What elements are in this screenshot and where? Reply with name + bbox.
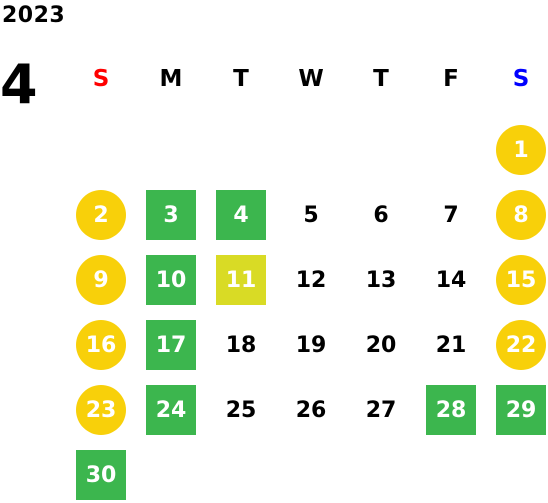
day-cell[interactable]: 5 — [303, 202, 319, 228]
day-cell[interactable]: 22 — [496, 320, 546, 370]
day-cell[interactable]: 1 — [496, 125, 546, 175]
day-cell[interactable]: 6 — [373, 202, 389, 228]
day-cell[interactable]: 28 — [426, 385, 476, 435]
weekday-header: M — [159, 66, 183, 92]
weekday-header: T — [233, 66, 249, 92]
day-cell[interactable]: 24 — [146, 385, 196, 435]
month-label: 4 — [0, 53, 38, 116]
day-cell[interactable]: 25 — [225, 397, 257, 423]
day-cell[interactable]: 21 — [435, 332, 467, 358]
weekday-header: T — [373, 66, 389, 92]
weekday-header: S — [512, 66, 530, 92]
weekday-header: F — [443, 66, 459, 92]
day-cell[interactable]: 27 — [365, 397, 397, 423]
day-cell[interactable]: 2 — [76, 190, 126, 240]
day-cell[interactable]: 8 — [496, 190, 546, 240]
day-cell[interactable]: 12 — [295, 267, 327, 293]
day-cell[interactable]: 20 — [365, 332, 397, 358]
year-label: 2023 — [2, 3, 66, 28]
day-cell[interactable]: 13 — [365, 267, 397, 293]
day-cell[interactable]: 19 — [295, 332, 327, 358]
day-cell[interactable]: 16 — [76, 320, 126, 370]
weekday-header: S — [92, 66, 110, 92]
weekday-header: W — [298, 66, 324, 92]
day-cell[interactable]: 17 — [146, 320, 196, 370]
day-cell[interactable]: 29 — [496, 385, 546, 435]
day-cell[interactable]: 11 — [216, 255, 266, 305]
day-cell[interactable]: 9 — [76, 255, 126, 305]
day-cell[interactable]: 10 — [146, 255, 196, 305]
day-cell[interactable]: 15 — [496, 255, 546, 305]
day-cell[interactable]: 14 — [435, 267, 467, 293]
day-cell[interactable]: 7 — [443, 202, 459, 228]
day-cell[interactable]: 4 — [216, 190, 266, 240]
day-cell[interactable]: 18 — [225, 332, 257, 358]
day-cell[interactable]: 3 — [146, 190, 196, 240]
day-cell[interactable]: 30 — [76, 450, 126, 500]
day-cell[interactable]: 23 — [76, 385, 126, 435]
day-cell[interactable]: 26 — [295, 397, 327, 423]
